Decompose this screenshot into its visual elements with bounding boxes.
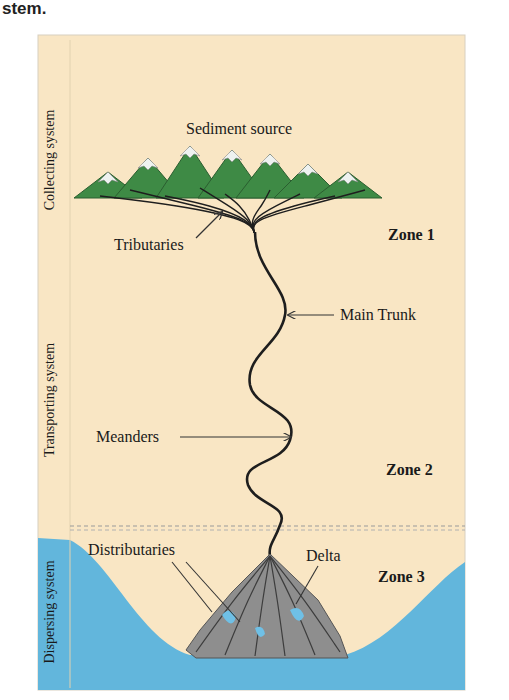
distributary xyxy=(196,556,270,652)
part-label: Distributaries xyxy=(88,541,175,559)
tributary xyxy=(253,190,365,234)
zone-label: Zone 1 xyxy=(388,226,435,244)
snow-cap xyxy=(180,146,200,158)
strip-divider xyxy=(70,40,71,688)
zone-divider xyxy=(70,530,465,531)
distributary xyxy=(225,556,270,655)
part-label: Main Trunk xyxy=(340,306,416,324)
tributary xyxy=(225,194,255,234)
panel-background xyxy=(38,35,465,690)
snow-cap xyxy=(260,154,280,166)
snow-cap xyxy=(338,172,358,184)
snow-cap xyxy=(138,158,158,170)
zone-label: Zone 2 xyxy=(386,461,433,479)
snow-cap xyxy=(298,164,318,176)
distributary-channels xyxy=(196,556,340,656)
part-label: Sediment source xyxy=(186,120,292,138)
zone-label: Zone 3 xyxy=(378,568,425,586)
distributary xyxy=(255,556,270,656)
delta-pools xyxy=(222,608,304,637)
system-label: Dispersing system xyxy=(42,560,57,663)
zone-divider xyxy=(70,525,465,526)
mountains xyxy=(74,146,382,198)
leader-line xyxy=(296,566,318,604)
leader-line xyxy=(180,436,291,437)
sea-water xyxy=(38,538,465,690)
leader-line xyxy=(196,212,222,238)
leader-line xyxy=(288,314,334,315)
part-label: Delta xyxy=(306,547,341,565)
system-label: Collecting system xyxy=(42,110,57,211)
tributary xyxy=(200,188,255,234)
tributary xyxy=(252,190,270,234)
delta-shape xyxy=(186,554,348,658)
page-fragment: stem. xyxy=(2,0,46,19)
system-label: Transporting system xyxy=(42,343,57,457)
tributary-streams xyxy=(100,188,365,234)
snow-cap xyxy=(98,172,118,184)
part-label: Meanders xyxy=(96,428,159,446)
leader-line xyxy=(172,562,212,612)
main-river xyxy=(247,232,291,556)
tributary xyxy=(130,190,255,234)
distributary xyxy=(270,556,340,652)
leader-line xyxy=(186,562,240,622)
part-label: Tributaries xyxy=(114,236,184,254)
snow-cap xyxy=(222,150,242,162)
